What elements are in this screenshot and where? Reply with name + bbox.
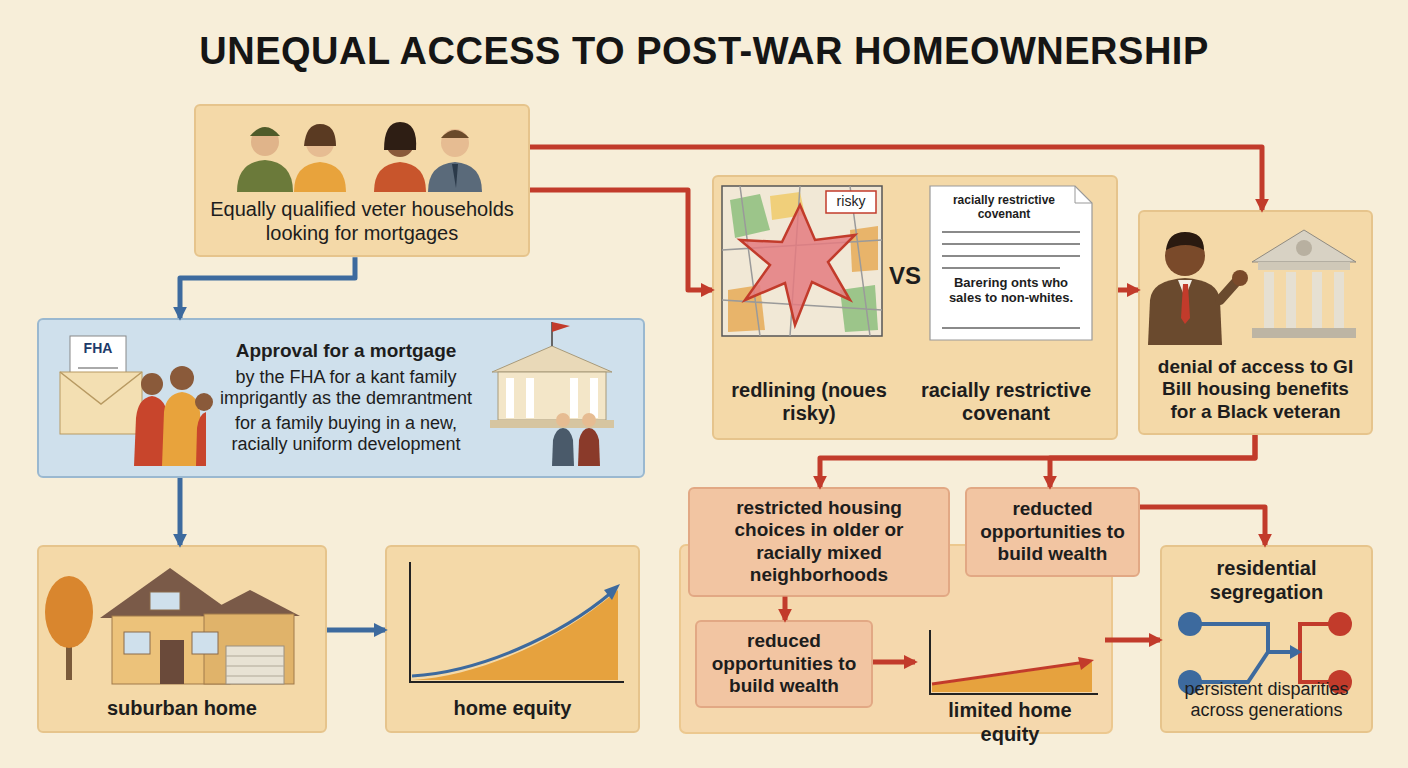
note-label: risky	[826, 193, 876, 209]
box-text: redlining (noues risky)	[724, 379, 894, 426]
box-text: persistent disparities across generation…	[1172, 679, 1361, 721]
box-text: Approval for a mortgage	[236, 340, 457, 362]
flow-arrow	[530, 147, 1262, 210]
limited-equity-chart	[930, 630, 1098, 694]
flow-arrow	[180, 257, 355, 318]
note-label: racially restrictive covenant	[936, 194, 1072, 222]
fha-envelope-and-family	[60, 322, 614, 466]
segregation-icon	[1178, 612, 1352, 694]
box-text: residential segregation	[1172, 557, 1361, 604]
box-text: racially restrictive covenant	[906, 379, 1106, 426]
flow-arrow	[178, 478, 183, 545]
box-text: home equity	[454, 697, 572, 721]
veteran-people-icons	[237, 122, 482, 192]
box-text: denial of access to GI Bill housing bene…	[1148, 356, 1363, 423]
box-text: limited home equity	[921, 699, 1099, 746]
process-box: restricted housing choices in older or r…	[688, 487, 950, 597]
flow-arrow	[327, 628, 385, 633]
box-text: restricted housing choices in older or r…	[700, 497, 938, 587]
note-label: Barering onts who sales to non-whites.	[940, 276, 1082, 306]
flow-arrow	[783, 597, 788, 620]
veteran-and-bank-icon	[1148, 230, 1356, 345]
flow-arrow	[873, 660, 915, 665]
diagram-title: UNEQUAL ACCESS TO POST-WAR HOMEOWNERSHIP	[0, 30, 1408, 73]
box-text: reducted opportunities to build wealth	[975, 498, 1130, 565]
box-text: by the FHA for a kant family imprigantly…	[214, 367, 478, 409]
flow-arrow	[1105, 638, 1160, 643]
flow-arrow	[1118, 288, 1138, 293]
process-box: reduced opportunities to build wealth	[695, 620, 873, 708]
flow-arrow	[530, 190, 712, 290]
redlining-map	[722, 186, 882, 336]
flow-arrow	[820, 435, 1255, 487]
box-text: reduced opportunities to build wealth	[705, 630, 863, 697]
box-text: suburban home	[107, 697, 257, 721]
covenant-document	[930, 186, 1092, 340]
note-label: FHA	[76, 340, 120, 356]
flow-arrow	[1140, 507, 1265, 545]
process-box: reducted opportunities to build wealth	[965, 487, 1140, 577]
box-text: for a family buying in a new, racially u…	[214, 413, 478, 455]
home-equity-chart	[410, 562, 624, 682]
box-text: Equally qualified veter households looki…	[210, 198, 514, 245]
flow-arrow	[1050, 435, 1255, 487]
note-label: VS	[880, 262, 930, 290]
suburban-house	[45, 568, 300, 684]
